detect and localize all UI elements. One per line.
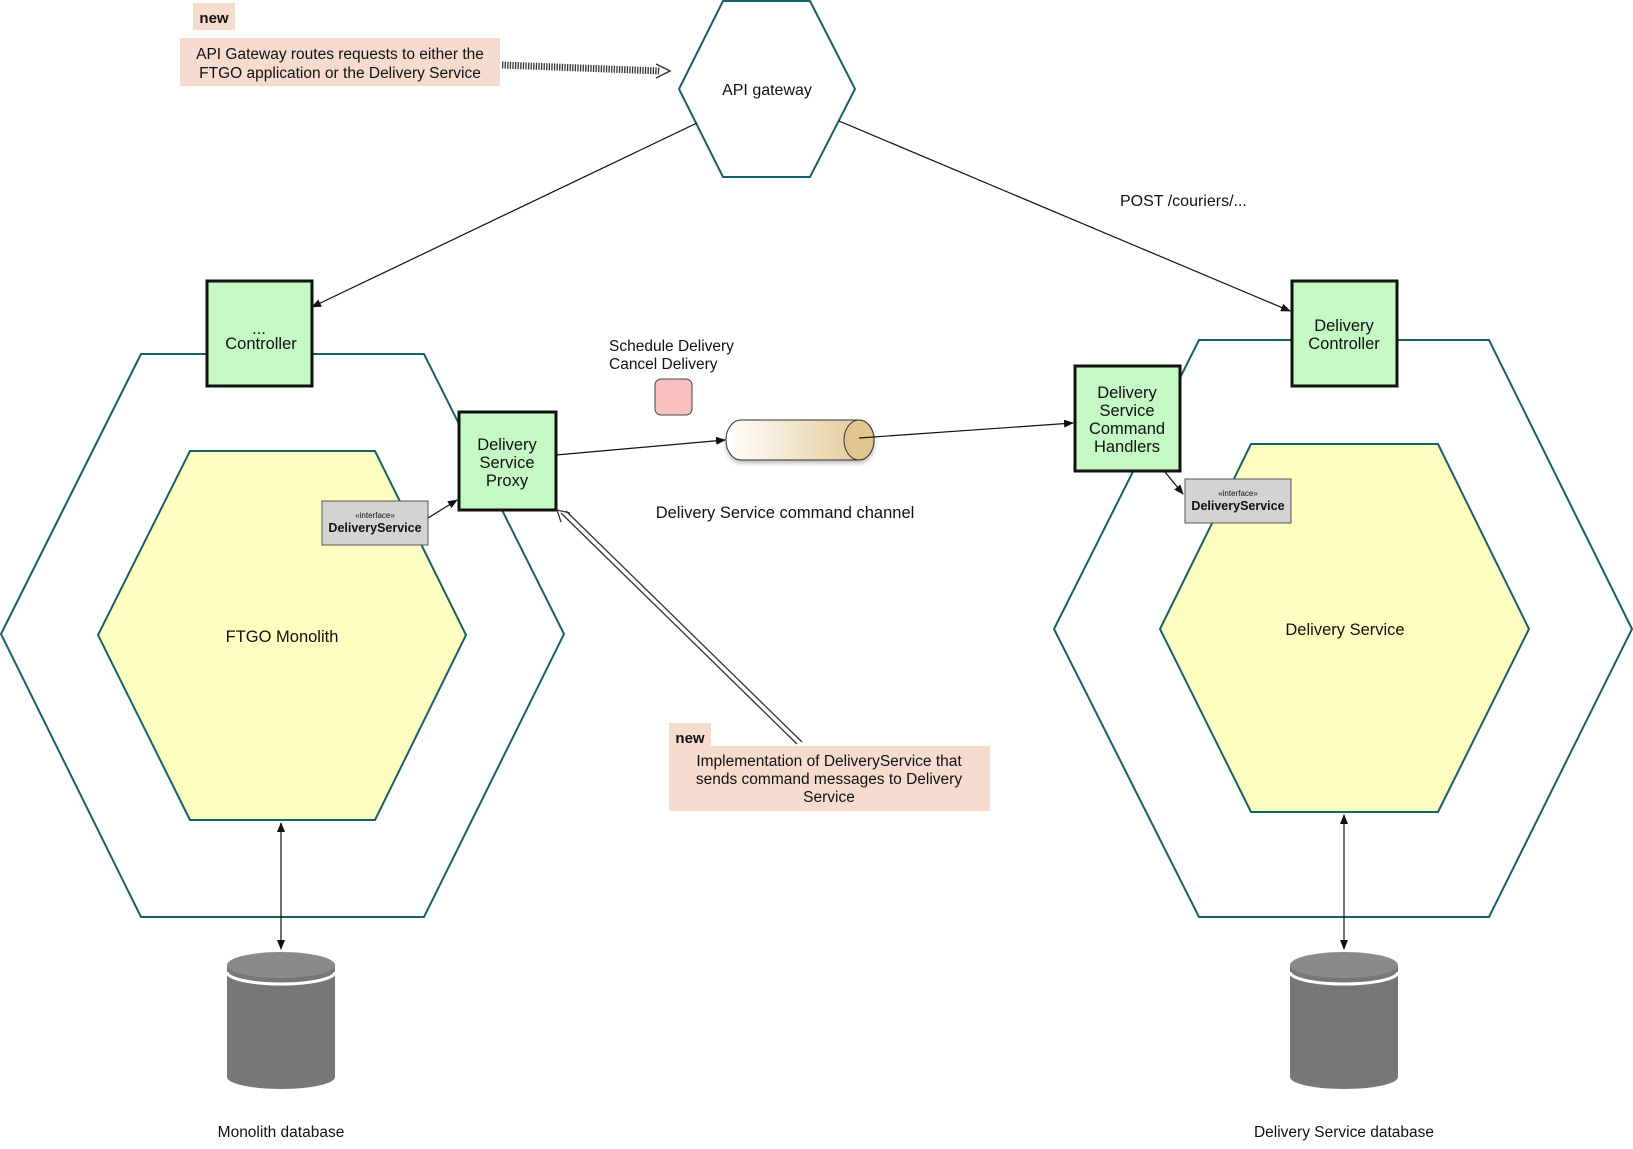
delivery-controller-line2: Controller [1308, 335, 1380, 353]
gateway-note-box [180, 38, 500, 86]
handlers-to-interface-arrow [1164, 471, 1184, 495]
proxy-note-badge [669, 723, 711, 750]
route-to-monolith-arrow [311, 122, 698, 308]
proxy-note: new Implementation of DeliveryService th… [669, 723, 990, 811]
proxy-to-channel-arrow [555, 436, 726, 456]
interface-name: DeliveryService [328, 521, 421, 535]
handlers-line1: Delivery [1097, 384, 1157, 402]
command-channel-icon [725, 419, 875, 461]
proxy-line1: Delivery [477, 436, 537, 454]
monolith-database-label: Monolith database [218, 1124, 345, 1141]
monolith-controller-line2: Controller [225, 335, 297, 353]
delivery-service-interface: «interface» DeliveryService [1184, 478, 1292, 524]
monolith-core-label: FTGO Monolith [226, 628, 339, 646]
post-couriers-label: POST /couriers/... [1120, 193, 1247, 210]
monolith-controller: ... Controller [205, 279, 314, 388]
handlers-line3: Command [1089, 420, 1165, 438]
message-cancel-delivery: Cancel Delivery [609, 356, 718, 373]
delivery-controller: Delivery Controller [1290, 279, 1399, 388]
proxy-note-line1: Implementation of DeliveryService that [696, 753, 962, 770]
proxy-note-line3: Service [803, 789, 855, 806]
delivery-core-label: Delivery Service [1285, 621, 1404, 639]
monolith-controller-line1: ... [252, 320, 266, 338]
monolith-delivery-service-interface: «interface» DeliveryService [321, 500, 429, 546]
delivery-controller-line1: Delivery [1314, 317, 1374, 335]
api-gateway-label: API gateway [722, 82, 812, 99]
delivery-core-hexagon: Delivery Service [1158, 443, 1531, 813]
api-gateway: API gateway [677, 0, 857, 178]
new-badge [193, 3, 235, 30]
proxy-line3: Proxy [486, 472, 529, 490]
gateway-note-line2: FTGO application or the Delivery Service [199, 65, 481, 82]
interface-stereotype: «interface» [355, 511, 395, 520]
gateway-note: new API Gateway routes requests to eithe… [180, 3, 500, 86]
gateway-note-line1: API Gateway routes requests to either th… [196, 46, 484, 63]
delivery-database-label: Delivery Service database [1254, 1124, 1434, 1141]
delivery-command-handlers: Delivery Service Command Handlers [1073, 364, 1182, 473]
message-icon [654, 378, 693, 416]
delivery-database-icon [1288, 952, 1400, 1089]
delivery-interface-name: DeliveryService [1191, 499, 1284, 513]
monolith-database-icon [225, 952, 337, 1089]
proxy-line2: Service [479, 454, 534, 472]
new-badge-text: new [199, 10, 229, 27]
message-schedule-delivery: Schedule Delivery [609, 338, 734, 355]
proxy-note-line2: sends command messages to Delivery [696, 771, 962, 788]
proxy-note-pointer [556, 509, 803, 745]
gateway-note-pointer [501, 61, 672, 79]
proxy-note-box [669, 746, 990, 811]
handlers-line2: Service [1099, 402, 1154, 420]
proxy-note-badge-text: new [675, 730, 705, 747]
channel-to-handlers-arrow [858, 419, 1074, 439]
interface-to-proxy-arrow [427, 499, 458, 519]
route-to-delivery-arrow [838, 120, 1291, 312]
handlers-line4: Handlers [1094, 438, 1160, 456]
delivery-interface-stereotype: «interface» [1218, 489, 1258, 498]
command-channel-label: Delivery Service command channel [656, 504, 915, 522]
delivery-service-proxy: Delivery Service Proxy [457, 410, 558, 512]
